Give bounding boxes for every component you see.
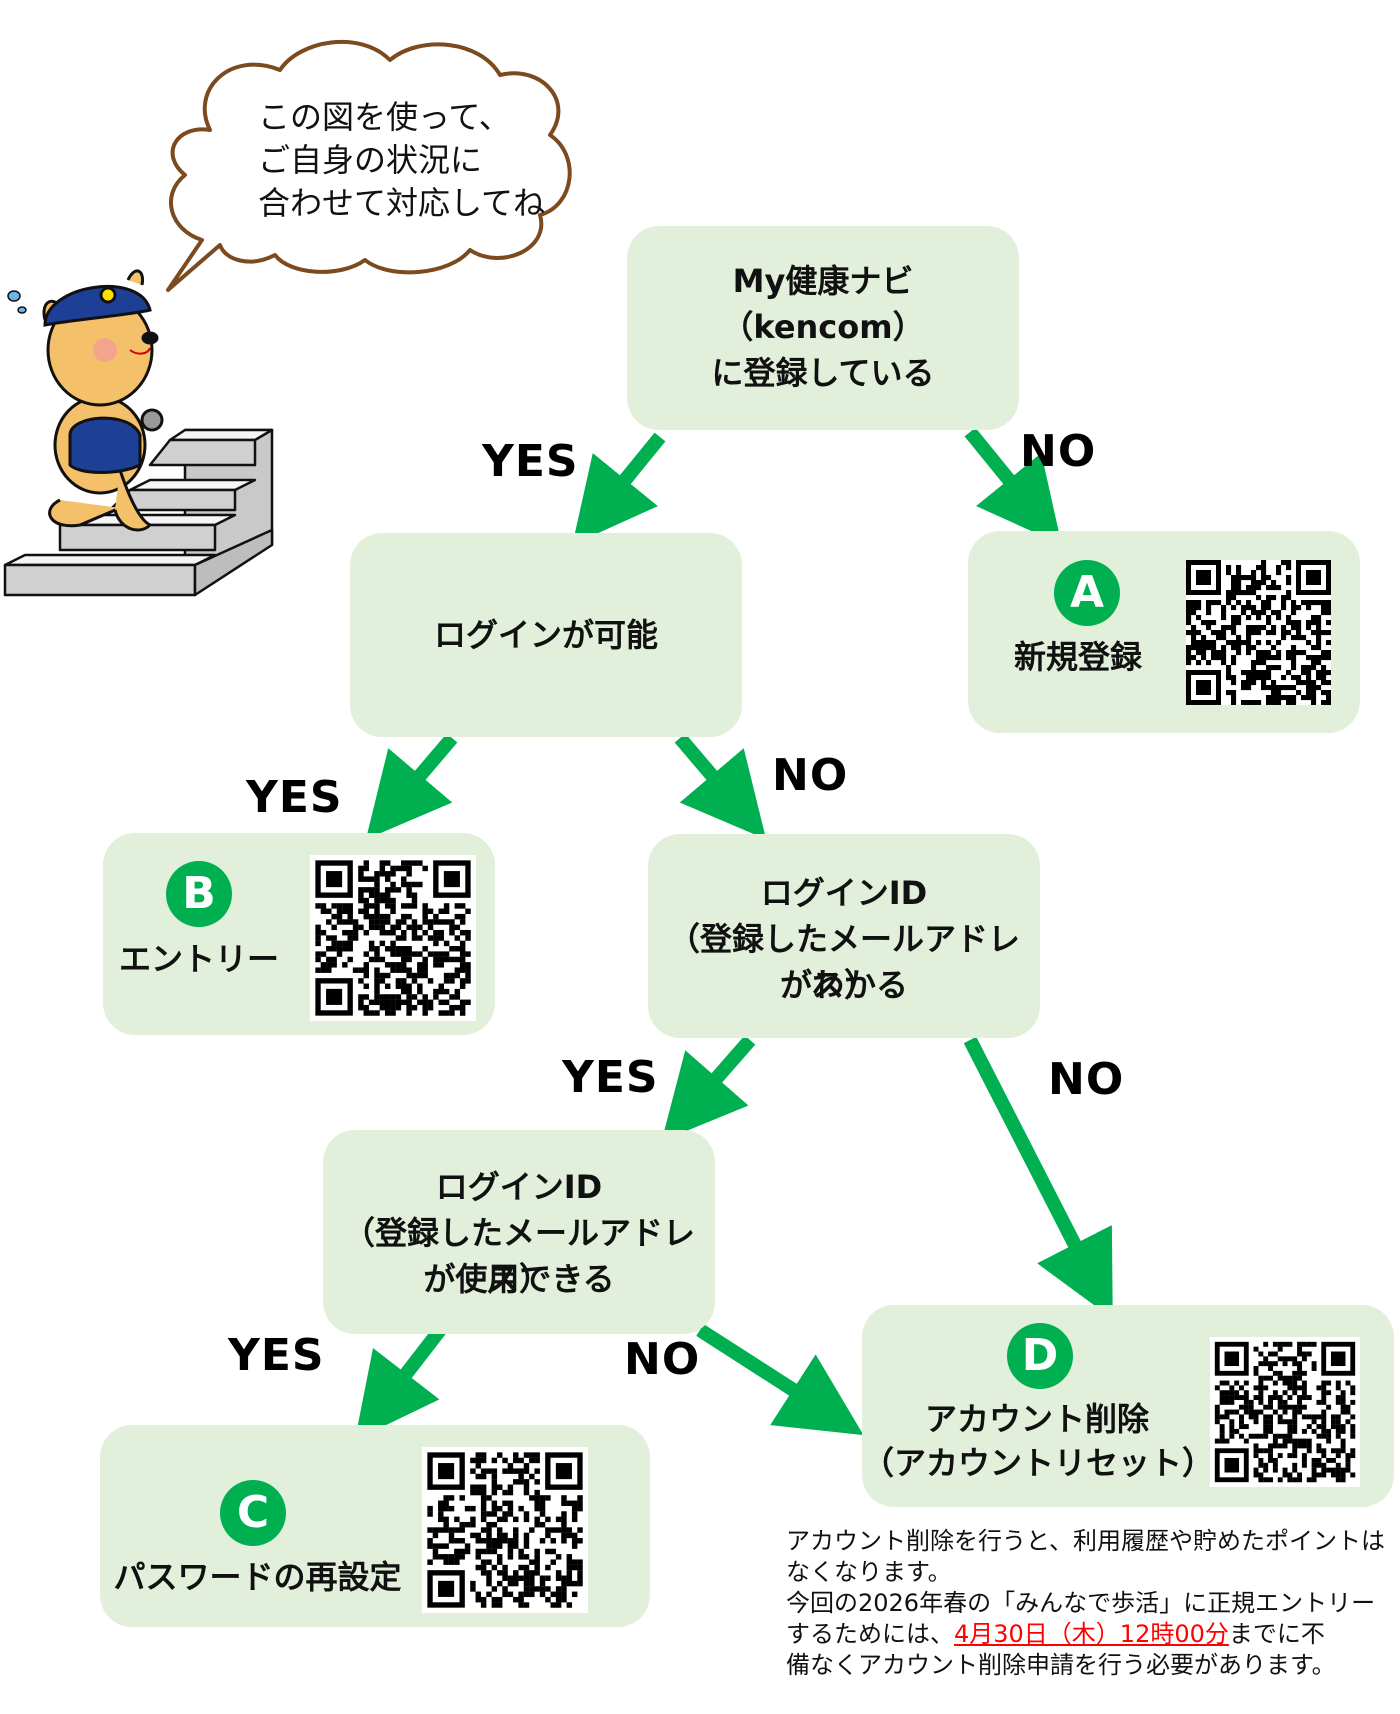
deadline-text: 4月30日（木）12時00分 bbox=[954, 1620, 1229, 1648]
sweat-drops-icon bbox=[7, 290, 27, 314]
note-line-4: するためには、4月30日（木）12時00分までに不 bbox=[786, 1619, 1396, 1650]
question-line: （登録したメールアドレス） bbox=[342, 1214, 695, 1298]
question-line: に登録している bbox=[711, 354, 935, 392]
label-q2-no: NO bbox=[772, 750, 849, 801]
account-deletion-note: アカウント削除を行うと、利用履歴や貯めたポイントは なくなります。 今回の202… bbox=[786, 1526, 1396, 1681]
bubble-line-2: ご自身の状況に bbox=[258, 141, 483, 179]
arrow-q4-no bbox=[696, 1324, 864, 1436]
note-line-4-post: までに不 bbox=[1228, 1620, 1325, 1648]
question-line: ログインが可能 bbox=[433, 616, 658, 654]
question-line: が使用できる bbox=[423, 1260, 615, 1298]
badge-a-icon: A bbox=[1054, 560, 1120, 626]
qr-code-icon bbox=[315, 860, 471, 1016]
result-a-new-registration: A 新規登録 bbox=[968, 531, 1360, 733]
question-line: （kencom） bbox=[721, 308, 925, 346]
question-line: My健康ナビ bbox=[732, 262, 914, 300]
label-q4-no: NO bbox=[624, 1334, 701, 1385]
question-line: （登録したメールアドレス） bbox=[667, 920, 1020, 1004]
question-login-possible: ログインが可能 bbox=[350, 533, 742, 737]
result-d-label-1: アカウント削除 bbox=[924, 1400, 1149, 1438]
question-login-id-usable: ログインID （登録したメールアドレス） が使用できる bbox=[323, 1130, 715, 1334]
arrow-q3-no bbox=[963, 1036, 1113, 1319]
qr-code-icon bbox=[1186, 560, 1331, 705]
result-d-account-deletion: D アカウント削除 （アカウントリセット） bbox=[862, 1305, 1394, 1507]
arrow-q1-no bbox=[964, 427, 1062, 545]
result-d-label-2: （アカウントリセット） bbox=[862, 1444, 1215, 1482]
bubble-line-3: 合わせて対応してね bbox=[258, 184, 546, 222]
arrow-q2-yes bbox=[365, 733, 458, 840]
kangaroo-icon bbox=[42, 269, 164, 532]
arrow-q1-yes bbox=[572, 432, 666, 545]
qr-code-a[interactable] bbox=[1186, 560, 1331, 705]
label-q4-yes: YES bbox=[228, 1330, 325, 1381]
label-q3-no: NO bbox=[1048, 1054, 1125, 1105]
badge-d-icon: D bbox=[1007, 1323, 1073, 1389]
qr-code-b[interactable] bbox=[310, 855, 476, 1021]
note-line-1: アカウント削除を行うと、利用履歴や貯めたポイントは bbox=[786, 1527, 1386, 1555]
badge-b-icon: B bbox=[166, 861, 232, 927]
mascot-illustration bbox=[3, 269, 274, 597]
note-line-5: 備なくアカウント削除申請を行う必要があります。 bbox=[786, 1651, 1336, 1679]
result-b-entry: B エントリー bbox=[103, 833, 495, 1035]
qr-code-icon bbox=[1214, 1341, 1356, 1483]
question-line: ログインID bbox=[760, 874, 928, 912]
arrow-q4-yes bbox=[354, 1325, 446, 1441]
note-line-3: 今回の2026年春の「みんなで歩活」に正規エントリー bbox=[786, 1589, 1376, 1617]
label-q1-no: NO bbox=[1020, 426, 1097, 477]
label-q3-yes: YES bbox=[562, 1052, 659, 1103]
label-q2-yes: YES bbox=[246, 772, 343, 823]
question-line: ログインID bbox=[435, 1168, 603, 1206]
note-line-4-pre: するためには、 bbox=[786, 1620, 954, 1648]
arrow-q3-yes bbox=[661, 1035, 756, 1142]
qr-code-d[interactable] bbox=[1210, 1337, 1360, 1487]
arrow-q2-no bbox=[674, 733, 767, 840]
result-c-label: パスワードの再設定 bbox=[113, 1558, 402, 1596]
qr-code-icon bbox=[427, 1452, 583, 1608]
result-a-label: 新規登録 bbox=[1013, 638, 1142, 676]
question-line: がわかる bbox=[779, 966, 908, 1004]
bubble-line-1: この図を使って、 bbox=[258, 98, 511, 136]
label-q1-yes: YES bbox=[482, 436, 579, 487]
question-login-id-known: ログインID （登録したメールアドレス） がわかる bbox=[648, 834, 1040, 1038]
question-kencom-registered: My健康ナビ （kencom） に登録している bbox=[627, 226, 1019, 430]
result-b-label: エントリー bbox=[118, 940, 279, 978]
qr-code-c[interactable] bbox=[422, 1447, 588, 1613]
result-c-password-reset: C パスワードの再設定 bbox=[100, 1425, 650, 1627]
stairs-icon bbox=[3, 428, 274, 597]
note-line-2: なくなります。 bbox=[786, 1558, 952, 1586]
speech-bubble bbox=[166, 39, 572, 292]
badge-c-icon: C bbox=[220, 1480, 286, 1546]
